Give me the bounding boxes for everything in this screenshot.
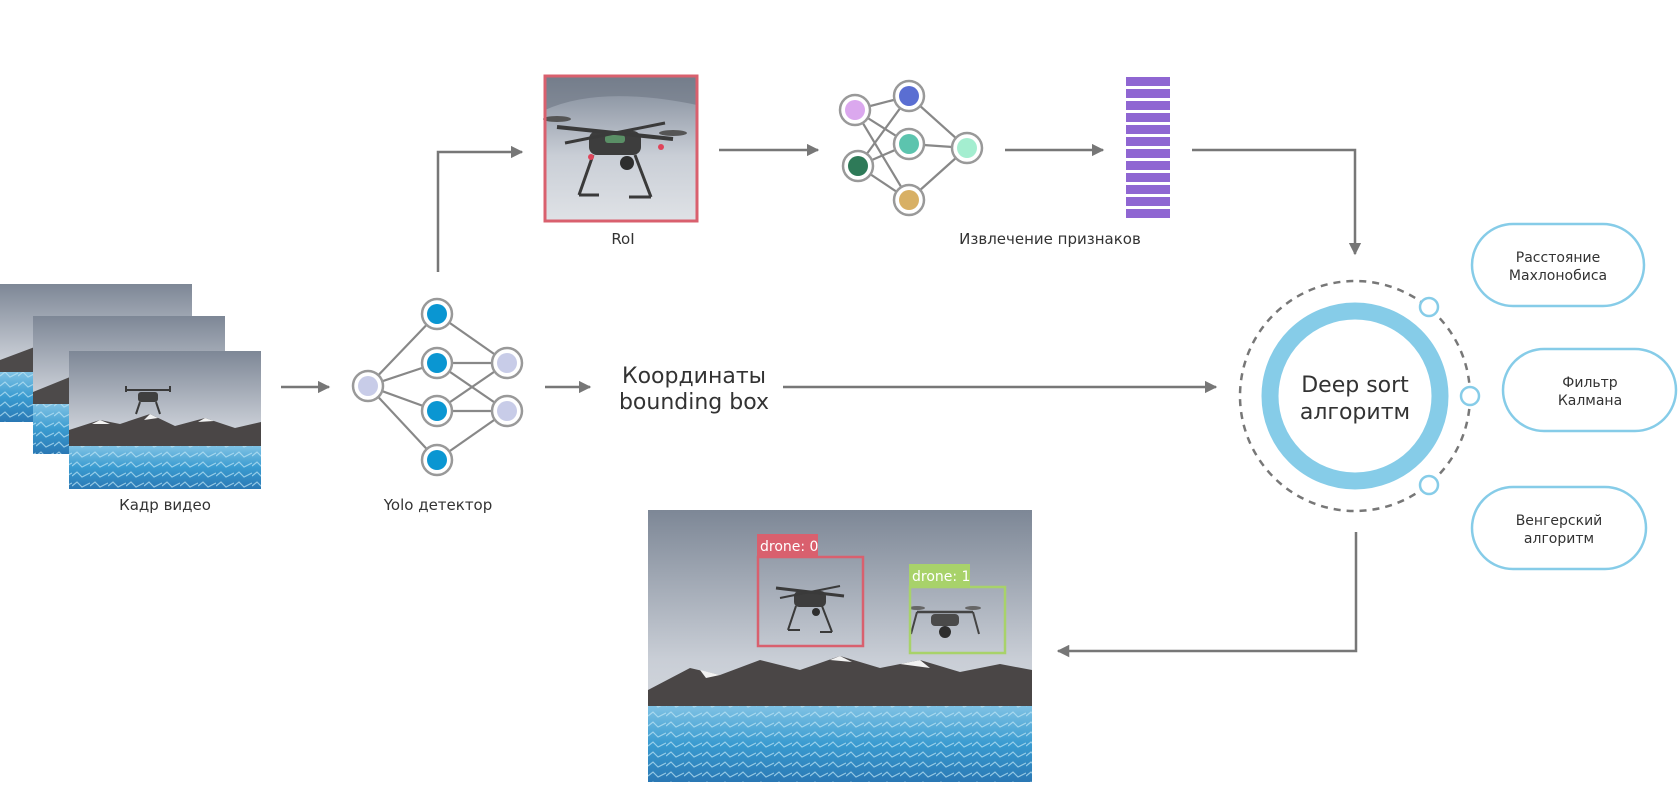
yolo-network: Yolo детектор — [351, 297, 524, 514]
deepsort-line-2: алгоритм — [1300, 400, 1410, 425]
detection-label: drone: 0 — [760, 539, 818, 555]
drone-icon — [909, 606, 981, 638]
yolo-label: Yolo детектор — [383, 496, 493, 514]
side-node-kalman: Фильтр Калмана — [1501, 347, 1678, 433]
arrow-vector-to-deepsort — [1192, 148, 1362, 256]
video-frames: Кадр видео — [0, 284, 261, 514]
side-node-hungarian: Венгерский алгоритм — [1470, 485, 1648, 571]
detection-box-0: drone: 0 — [756, 534, 865, 648]
side-node-label: Фильтр — [1562, 375, 1618, 391]
side-node-label: Махлонобиса — [1509, 268, 1607, 284]
arrows — [281, 143, 1362, 658]
video-frame-label: Кадр видео — [119, 496, 211, 514]
feature-network — [838, 79, 984, 217]
side-node-label: Калмана — [1558, 393, 1622, 409]
side-node-mahalanobis: Расстояние Махлонобиса — [1470, 222, 1646, 308]
video-frame-front — [69, 351, 261, 489]
side-node-label: алгоритм — [1524, 531, 1594, 547]
result-image: drone: 0 drone: 1 — [648, 510, 1032, 782]
feature-vector — [1126, 77, 1170, 218]
drone-icon — [775, 585, 845, 633]
coordinates-line-1: Координаты — [622, 364, 766, 389]
drone-icon — [125, 386, 171, 415]
side-node-label: Венгерский — [1516, 513, 1603, 529]
side-node-label: Расстояние — [1516, 250, 1600, 266]
arrow-deepsort-to-result — [1056, 532, 1358, 658]
roi-label: RoI — [611, 230, 634, 248]
coordinates-line-2: bounding box — [619, 390, 769, 415]
coordinates-label: Координаты bounding box — [619, 364, 769, 415]
roi-image: RoI — [543, 74, 699, 248]
deepsort-line-1: Deep sort — [1301, 373, 1409, 398]
arrow-yolo-to-roi — [436, 145, 524, 272]
detection-box-1: drone: 1 — [908, 564, 1007, 655]
deepsort-block: Deep sort алгоритм — [1238, 279, 1481, 513]
detection-label: drone: 1 — [912, 569, 970, 585]
features-label: Извлечение признаков — [959, 230, 1141, 248]
drone-icon — [543, 116, 687, 199]
